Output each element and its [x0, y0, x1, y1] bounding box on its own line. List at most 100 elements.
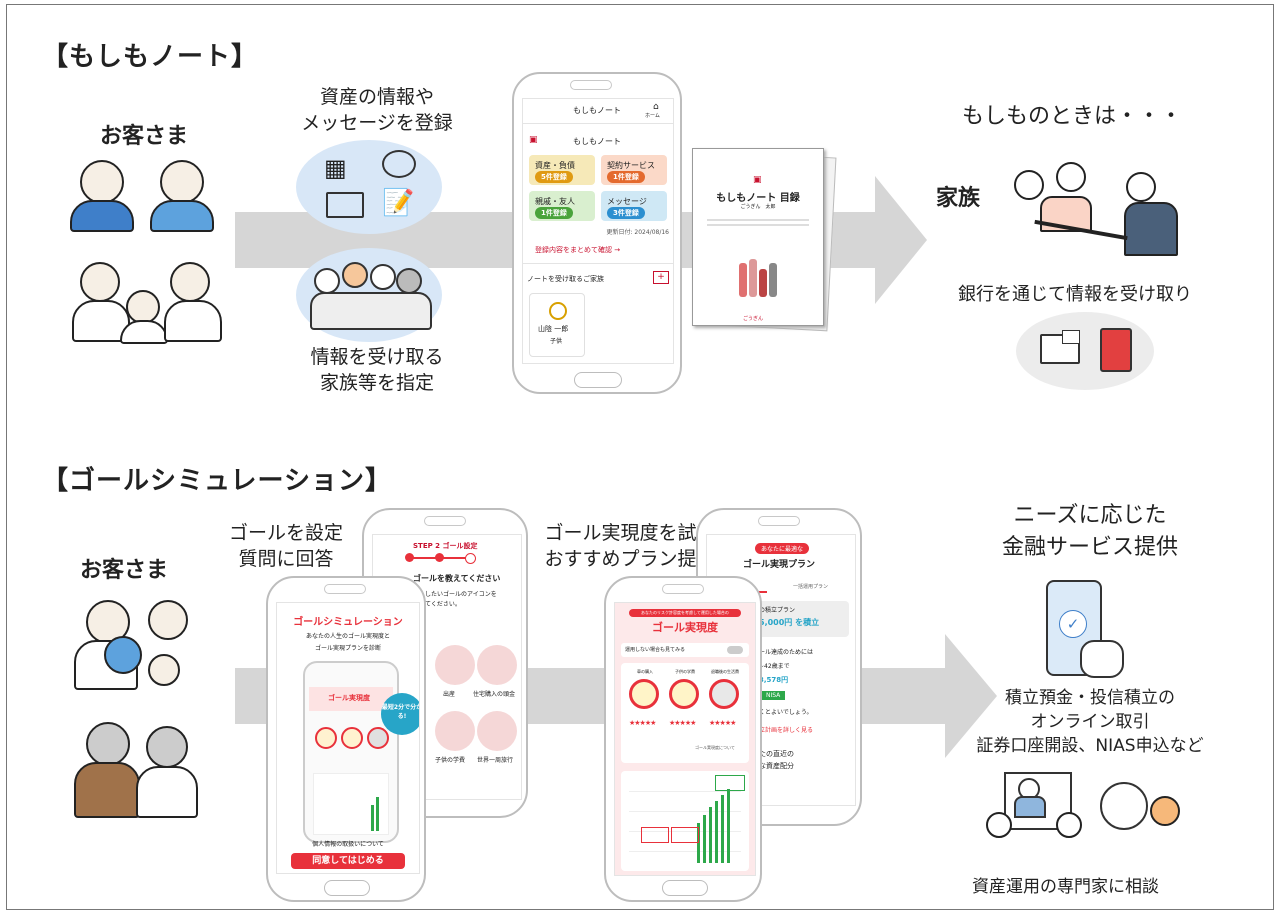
plan-line4: くとよいでしょう。 — [759, 709, 813, 716]
plan-detail-link[interactable]: 立計画を詳しく見る — [759, 727, 814, 734]
goal-option-label: 世界一周旅行 — [477, 757, 514, 764]
note-card-title: もしもノート — [573, 137, 621, 146]
check-icon: ✓ — [1059, 610, 1087, 638]
tile-badge: 3件登録 — [607, 207, 645, 219]
achievement-banner: あなたのリスク許容度を考慮して運用した場合の — [629, 609, 741, 617]
flow-arrow-top-head — [875, 176, 927, 304]
laptop-icon — [326, 192, 364, 218]
nisa-badge: NISA — [761, 691, 786, 700]
tile-label: 親戚・友人 — [535, 197, 575, 206]
section-title-goal: 【ゴールシミュレーション】 — [42, 466, 392, 496]
tile-label: メッセージ — [607, 197, 647, 206]
home-icon[interactable]: ⌂ — [653, 102, 659, 112]
goal-label: 退職後の生活費 — [711, 669, 739, 674]
goal-option-label: 子供の学費 — [435, 757, 466, 764]
services-caption: 積立預金・投信積立の オンライン取引 証券口座開設、NIAS申込など — [976, 688, 1204, 756]
plan-tag: あなたに最適な — [755, 543, 810, 554]
goal-sub2: てください。 — [425, 601, 461, 608]
register-illustration: ▦ 📝 — [296, 140, 442, 234]
achievement-chart — [621, 771, 749, 871]
postbox-icon — [1100, 328, 1132, 372]
privacy-link[interactable]: 個人情報の取扱いについて — [312, 841, 384, 848]
toggle-switch[interactable] — [727, 646, 743, 654]
family-name: 山陰 一郎 — [538, 325, 569, 333]
goal-option-birth[interactable] — [435, 645, 475, 685]
achievement-title: ゴール実現度 — [652, 621, 718, 634]
section-title-moshimo: 【もしもノート】 — [42, 42, 259, 72]
plan-tab[interactable]: 一括運用プラン — [793, 584, 829, 590]
doc-subtitle: ごうぎん 太郎 — [740, 204, 776, 210]
caption-family: 情報を受け取る 家族等を指定 — [310, 346, 444, 394]
receive-caption: 銀行を通じて情報を受け取り — [958, 284, 1192, 305]
hand-icon — [1080, 640, 1124, 678]
goal-option-house[interactable] — [477, 645, 517, 685]
tile-relatives[interactable]: 親戚・友人 1件登録 — [529, 191, 595, 221]
plan-title: ゴール実現プラン — [743, 560, 816, 570]
plan-line3: 3,578円 — [759, 676, 789, 684]
sim-line1: あなたの人生のゴール実現度と — [305, 633, 390, 640]
doc-family-illustration — [737, 259, 781, 299]
updated-date: 更新日付: 2024/08/16 — [606, 229, 669, 236]
goal-question: ゴールを教えてください — [413, 574, 501, 583]
mail-icon — [1062, 330, 1080, 344]
achievement-link[interactable]: ゴール実現度について — [695, 745, 735, 750]
phone-header-title: もしもノート — [573, 106, 621, 115]
phone-goal-achievement: あなたのリスク許容度を考慮して運用した場合の ゴール実現度 運用しない場合も見て… — [604, 576, 762, 902]
sim-line2: ゴール実現プランを診断 — [314, 645, 381, 652]
family-heading: ノートを受け取るご家族 — [527, 275, 604, 283]
goal-option-label: 住宅購入の頭金 — [473, 691, 516, 698]
moshimo-catalog-document: ▣ もしもノート 目録 ごうぎん 太郎 ごうぎん — [692, 148, 824, 326]
caption-trial: ゴール実現度を試算 おすすめプラン提示 — [544, 522, 716, 570]
goal-label: 子供の学費 — [675, 669, 695, 674]
note-book-icon: ▣ — [529, 135, 538, 145]
family-illustration — [296, 248, 442, 342]
plan-line2: ~42歳まで — [759, 663, 790, 670]
outer-frame — [6, 4, 1274, 910]
tile-label: 資産・負債 — [535, 161, 575, 170]
family-card[interactable]: 山陰 一郎 子供 — [529, 293, 585, 357]
start-button[interactable]: 同意してはじめる — [291, 853, 405, 869]
customer-label-top: お客さま — [100, 124, 189, 149]
tile-badge: 5件登録 — [535, 171, 573, 183]
plan-name: の積立プラン — [759, 607, 796, 614]
tile-badge: 1件登録 — [607, 171, 645, 183]
add-family-button[interactable]: + — [653, 271, 669, 284]
tile-assets[interactable]: 資産・負債 5件登録 — [529, 155, 595, 185]
tile-messages[interactable]: メッセージ 3件登録 — [601, 191, 667, 221]
plan-amount: 5,000円 を積立 — [759, 618, 820, 627]
preview-title: ゴール実現度 — [328, 694, 370, 702]
goal-option-education[interactable] — [435, 711, 475, 751]
tile-contracts[interactable]: 契約サービス 1件登録 — [601, 155, 667, 185]
caption-register: 資産の情報や メッセージを登録 — [301, 86, 453, 134]
right-title-bottom: ニーズに応じた 金融サービス提供 — [1001, 503, 1178, 560]
receive-illustration — [1016, 312, 1154, 390]
customer-label-bottom: お客さま — [80, 558, 169, 583]
step-label: STEP 2 ゴール設定 — [413, 542, 478, 550]
doc-footer: ごうぎん — [743, 316, 764, 322]
plan-line6: な資産配分 — [759, 762, 794, 770]
plan-line1: ール達成のためには — [759, 649, 814, 656]
tile-label: 契約サービス — [607, 161, 655, 170]
goal-option-travel[interactable] — [477, 711, 517, 751]
person-icon — [549, 302, 567, 320]
right-title-top: もしものときは・・・ — [962, 104, 1183, 129]
piggybank-icon — [382, 150, 416, 178]
goal-sub: したいゴールのアイコンを — [425, 591, 497, 598]
catalog-icon: ▣ — [753, 175, 762, 185]
home-label: ホーム — [645, 113, 660, 119]
goal-label: 車の購入 — [637, 669, 653, 674]
family-relation: 子供 — [550, 338, 563, 345]
doc-title: もしもノート 目録 — [716, 193, 800, 204]
consult-caption: 資産運用の専門家に相談 — [972, 877, 1159, 897]
phone-moshimo-note: もしもノート ⌂ ホーム ▣ もしもノート 資産・負債 5件登録 契約サービス … — [512, 72, 682, 394]
sim-title: ゴールシミュレーション — [293, 617, 403, 628]
tile-badge: 1件登録 — [535, 207, 573, 219]
phone-goal-simulation: ゴールシミュレーション あなたの人生のゴール実現度と ゴール実現プランを診断 ゴ… — [266, 576, 426, 902]
family-label: 家族 — [936, 186, 981, 211]
sim-preview-phone: ゴール実現度 — [303, 661, 399, 843]
toggle-label: 運用しない場合も見てみる — [625, 647, 686, 653]
confirm-all-link[interactable]: 登録内容をまとめて確認 → — [535, 246, 621, 254]
plan-line5: たの直近の — [759, 750, 794, 758]
goal-option-label: 出産 — [443, 691, 456, 698]
document-edit-icon: 📝 — [382, 188, 415, 218]
